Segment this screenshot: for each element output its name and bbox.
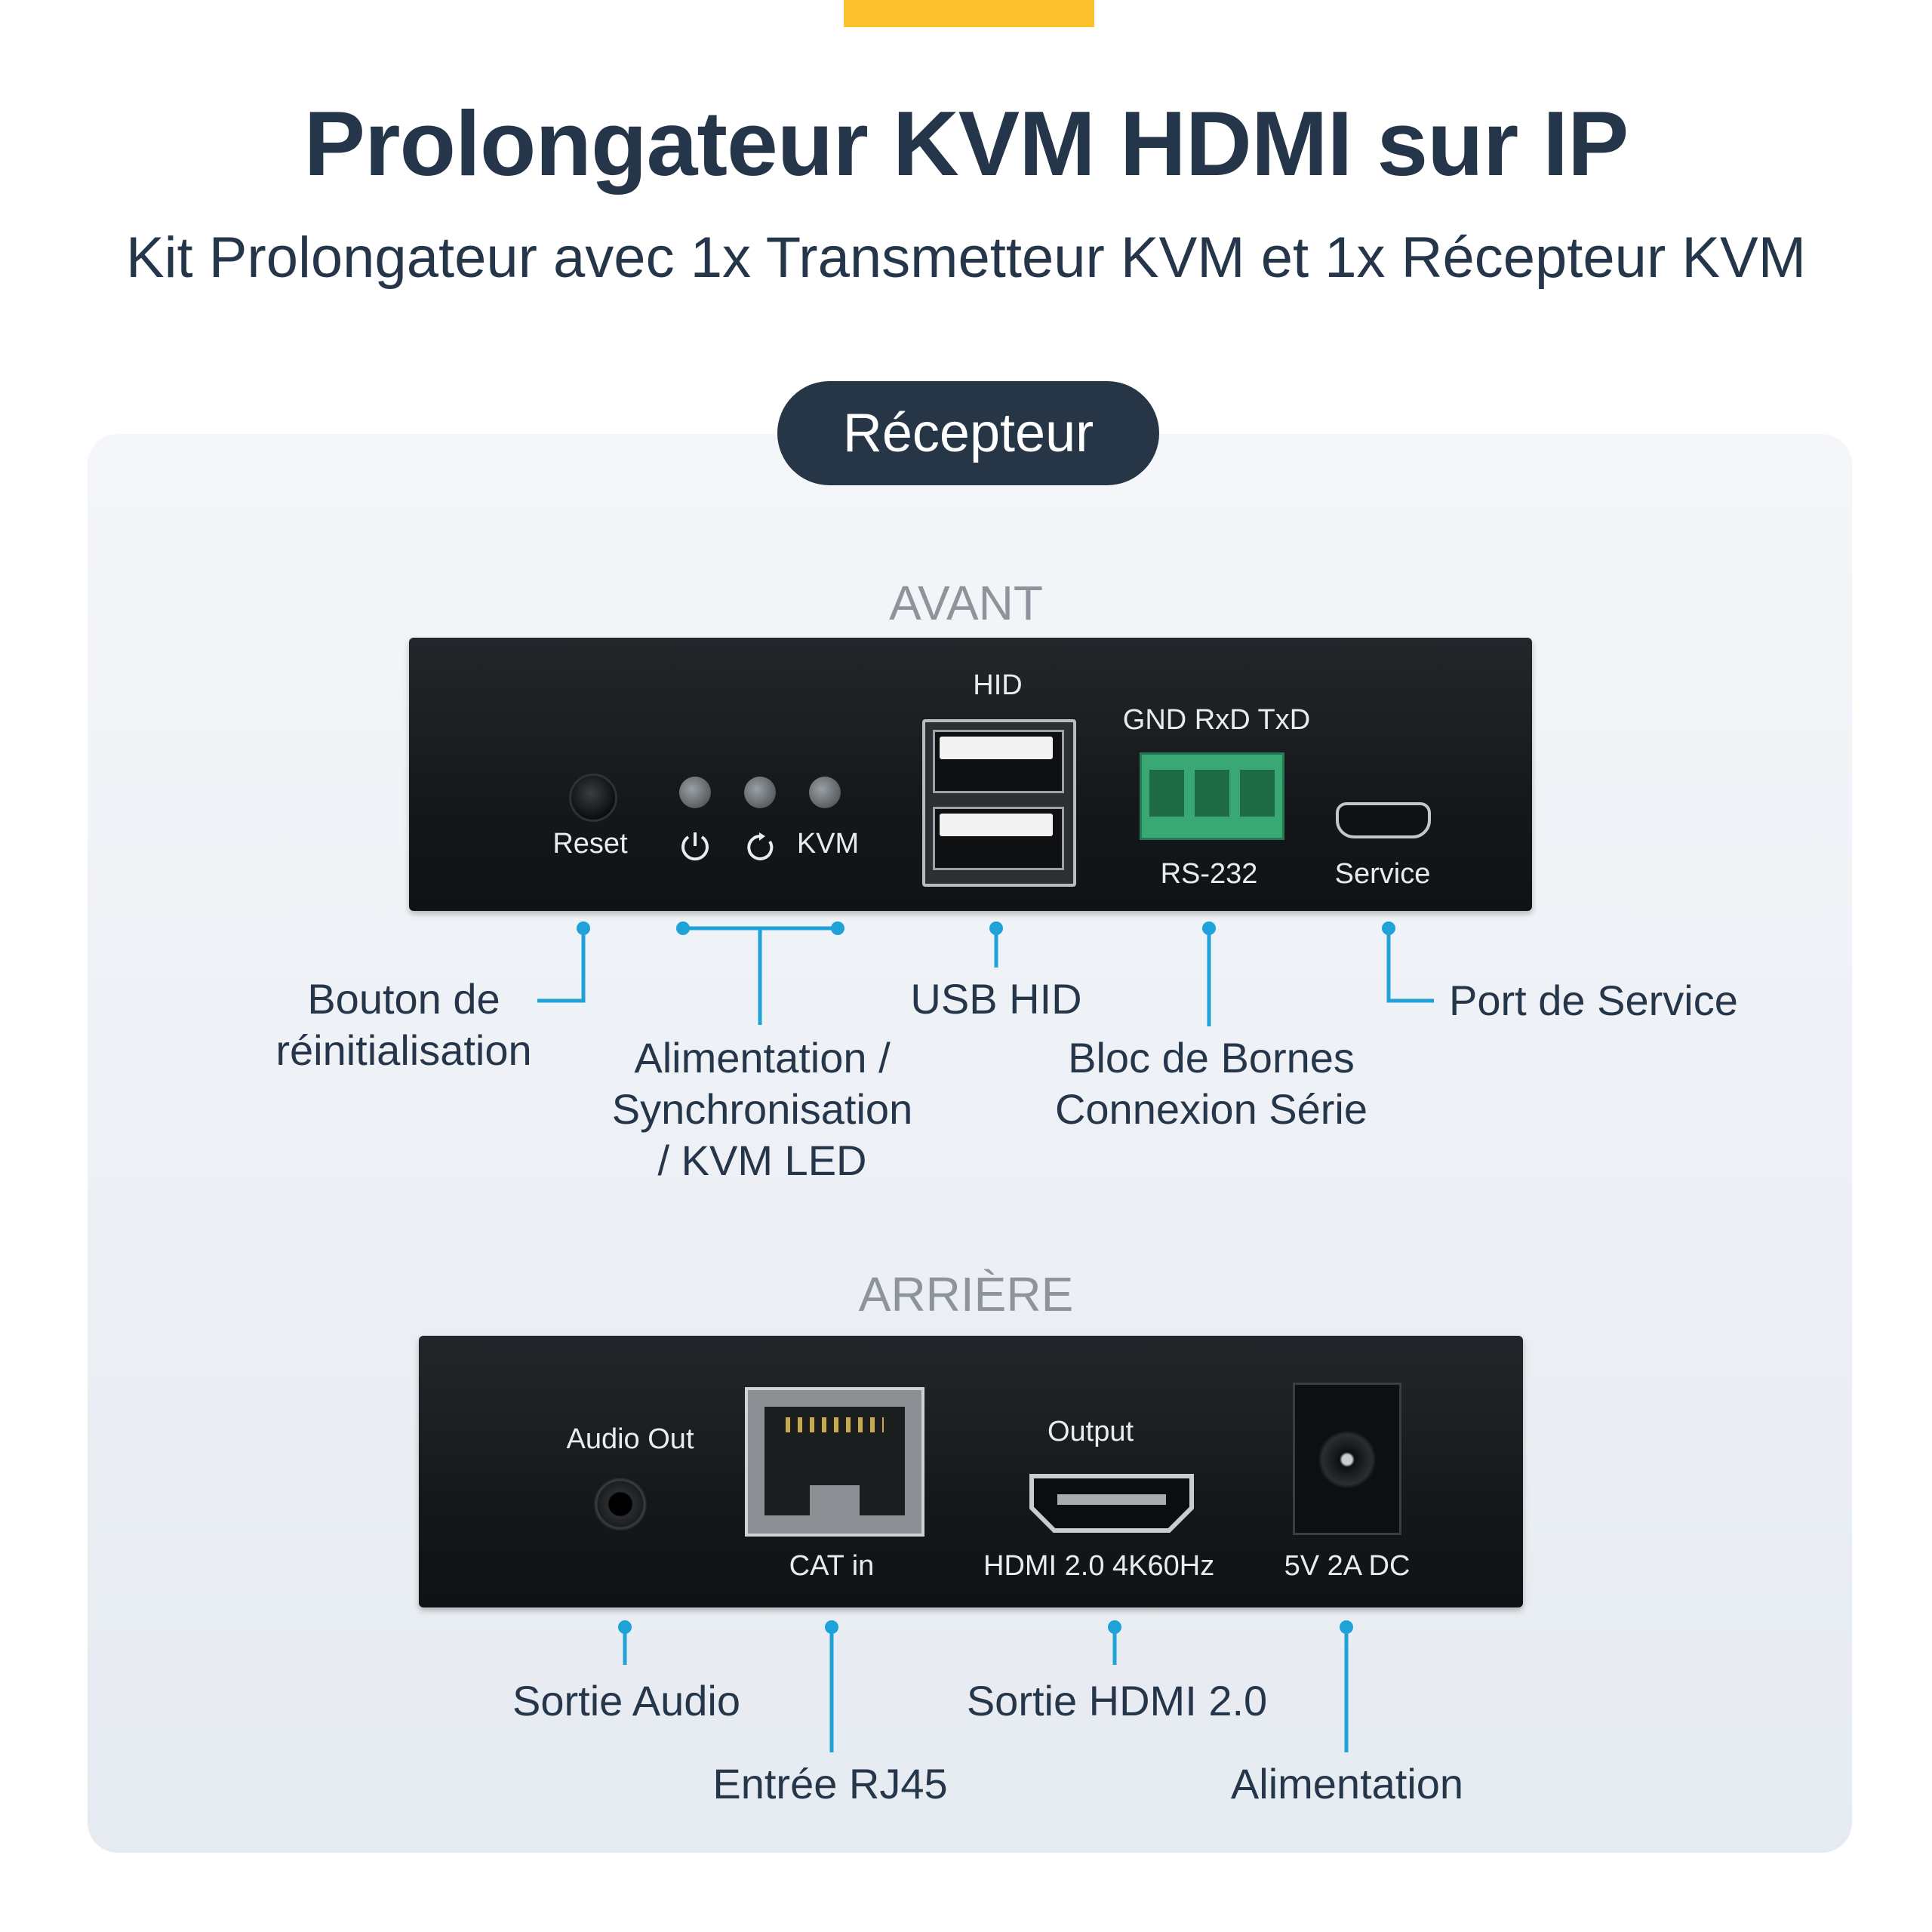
- audio-out-label: Audio Out: [566, 1423, 694, 1455]
- usb-callout: USB HID: [910, 975, 1082, 1023]
- front-panel-device: Reset KVM HID GND RxD TxD RS-232 Service: [409, 638, 1532, 911]
- reset-label: Reset: [552, 828, 628, 860]
- usb-hid-ports: [922, 719, 1076, 887]
- hdmi-spec-label: HDMI 2.0 4K60Hz: [983, 1550, 1215, 1582]
- led-callout-line1: Alimentation /: [634, 1034, 891, 1081]
- page-title: Prolongateur KVM HDMI sur IP: [303, 92, 1629, 195]
- led-callout-line2: Synchronisation: [611, 1085, 913, 1133]
- receiver-badge: Récepteur: [777, 381, 1159, 485]
- hid-label: HID: [973, 669, 1023, 701]
- serial-callout: Bloc de Bornes Connexion Série: [1041, 1032, 1381, 1135]
- kvm-label: KVM: [796, 828, 860, 860]
- cat-in-label: CAT in: [789, 1550, 875, 1582]
- led-callout: Alimentation / Synchronisation / KVM LED: [596, 1032, 928, 1186]
- output-label: Output: [1047, 1416, 1134, 1447]
- page-subtitle: Kit Prolongateur avec 1x Transmetteur KV…: [125, 226, 1807, 290]
- rj45-callout: Entrée RJ45: [712, 1760, 948, 1807]
- micro-usb-service-port: [1336, 802, 1431, 838]
- reset-button: [569, 774, 617, 822]
- terminal-pins-label: GND RxD TxD: [1122, 704, 1311, 736]
- serial-terminal-block: [1140, 752, 1284, 840]
- audio-callout: Sortie Audio: [512, 1677, 740, 1724]
- kvm-led: [809, 777, 841, 808]
- reset-callout: Bouton de réinitialisation: [257, 974, 551, 1076]
- service-callout: Port de Service: [1449, 977, 1738, 1024]
- rear-section-label: ARRIÈRE: [858, 1267, 1074, 1321]
- sync-icon: [747, 832, 774, 860]
- led-callout-line3: / KVM LED: [657, 1137, 867, 1184]
- audio-jack: [594, 1478, 647, 1531]
- serial-callout-line1: Bloc de Bornes: [1068, 1034, 1355, 1081]
- reset-callout-line1: Bouton de: [307, 975, 500, 1023]
- power-callout: Alimentation: [1230, 1760, 1464, 1807]
- rs232-label: RS-232: [1160, 858, 1258, 890]
- hdmi-callout: Sortie HDMI 2.0: [966, 1677, 1268, 1724]
- sync-led: [744, 777, 776, 808]
- accent-bar: [844, 0, 1094, 27]
- power-spec-label: 5V 2A DC: [1284, 1550, 1411, 1582]
- hdmi-port: [1029, 1474, 1194, 1533]
- rj45-port: [745, 1387, 924, 1537]
- power-icon: [681, 832, 709, 861]
- serial-callout-line2: Connexion Série: [1054, 1085, 1368, 1133]
- dc-power-jack: [1293, 1383, 1401, 1535]
- reset-callout-line2: réinitialisation: [275, 1026, 532, 1074]
- service-label: Service: [1334, 858, 1431, 890]
- power-led: [679, 777, 711, 808]
- front-section-label: AVANT: [889, 576, 1043, 630]
- rear-panel-device: Audio Out CAT in Output HDMI 2.0 4K60Hz …: [419, 1336, 1523, 1607]
